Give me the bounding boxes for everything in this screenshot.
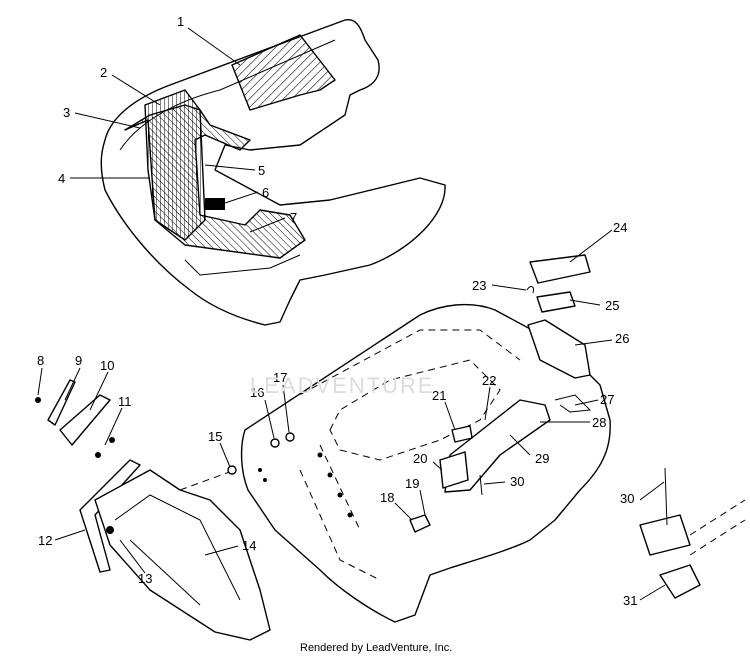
callout-23: 23 xyxy=(472,278,486,293)
callout-4: 4 xyxy=(58,171,65,186)
watermark: LEADVENTURE xyxy=(250,373,435,398)
callout-14: 14 xyxy=(242,538,256,553)
seat-assembly xyxy=(100,18,446,326)
callout-30b: 30 xyxy=(620,491,634,506)
seat-cover xyxy=(231,34,336,111)
seat-latch xyxy=(205,198,225,210)
callout-17: 17 xyxy=(273,370,287,385)
callout-12: 12 xyxy=(38,533,52,548)
callout-6: 6 xyxy=(262,185,269,200)
callout-2: 2 xyxy=(100,65,107,80)
callout-13: 13 xyxy=(138,571,152,586)
part-27-spring xyxy=(554,394,592,413)
callout-15: 15 xyxy=(208,429,222,444)
callout-16: 16 xyxy=(250,385,264,400)
callout-11: 11 xyxy=(118,394,132,409)
part-9-trim xyxy=(47,379,76,426)
callout-25: 25 xyxy=(605,298,619,313)
part-25-pad xyxy=(536,291,576,313)
callout-3: 3 xyxy=(63,105,70,120)
side-panel-assembly xyxy=(35,379,295,641)
callout-19: 19 xyxy=(405,476,419,491)
part-23-clip xyxy=(526,286,534,294)
callout-5: 5 xyxy=(258,163,265,178)
seat-pan xyxy=(124,104,306,259)
part-26-box xyxy=(527,319,591,379)
part-14-panel xyxy=(94,469,271,641)
part-10-bracket xyxy=(59,394,111,446)
hood xyxy=(240,303,611,623)
part-24-cap xyxy=(529,254,591,284)
callout-30a: 30 xyxy=(510,474,524,489)
callout-8: 8 xyxy=(37,353,44,368)
callout-10: 10 xyxy=(100,358,114,373)
part-21-block xyxy=(451,425,473,443)
callout-labels: 1 2 3 4 5 6 7 8 9 10 11 12 13 14 15 16 1… xyxy=(37,14,637,608)
callout-28: 28 xyxy=(592,415,606,430)
footer-credit: Rendered by LeadVenture, Inc. xyxy=(300,642,452,654)
callout-20: 20 xyxy=(413,451,427,466)
callout-26: 26 xyxy=(615,331,629,346)
callout-18: 18 xyxy=(380,490,394,505)
part-28-bracket xyxy=(444,399,551,493)
callout-1: 1 xyxy=(177,14,184,29)
part-31-pad xyxy=(659,564,701,599)
part-18-clip xyxy=(409,514,431,533)
part-12-frame xyxy=(79,459,141,573)
part-30-hinge xyxy=(639,514,691,556)
leader-lines xyxy=(37,27,666,601)
console-parts xyxy=(409,254,592,533)
hinge-assembly xyxy=(639,467,746,599)
callout-27: 27 xyxy=(600,392,614,407)
callout-24: 24 xyxy=(613,220,627,235)
callout-22: 22 xyxy=(482,373,496,388)
callout-31: 31 xyxy=(623,593,637,608)
part-20-block xyxy=(439,451,469,489)
callout-29: 29 xyxy=(535,451,549,466)
callout-7: 7 xyxy=(290,210,297,225)
hood-assembly xyxy=(240,303,611,623)
callout-21: 21 xyxy=(432,388,446,403)
callout-9: 9 xyxy=(75,353,82,368)
